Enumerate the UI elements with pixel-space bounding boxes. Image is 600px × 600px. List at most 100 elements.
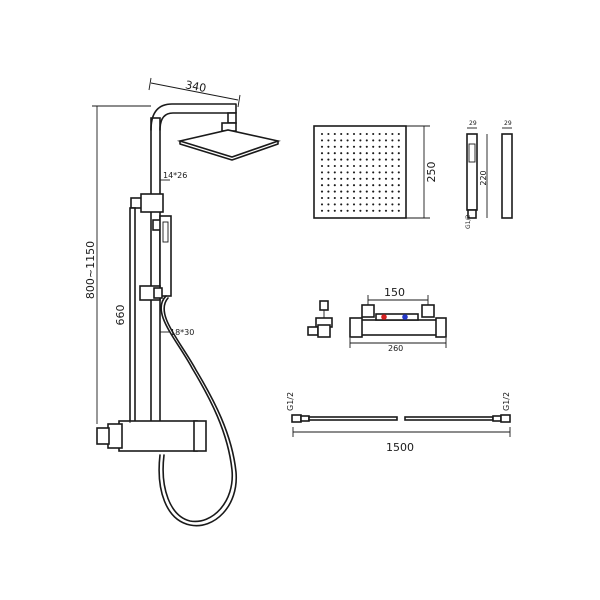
nozzle-dot	[320, 184, 324, 187]
nozzle-dot	[372, 190, 375, 193]
dim-250-label: 250	[425, 162, 438, 183]
main-dimensions: 340 800~1150 660 14*26 18*30	[84, 77, 241, 424]
nozzle-dot	[397, 152, 400, 155]
shower-hose-view: G1/2 G1/2 1500	[286, 392, 511, 454]
valve-handle-right	[435, 317, 447, 338]
nozzle-dot	[378, 158, 381, 161]
nozzle-dot	[365, 177, 368, 180]
nozzle-dot	[327, 203, 330, 206]
dim-260-label: 260	[388, 344, 403, 353]
nozzle-dot	[359, 171, 362, 174]
nozzle-dot	[365, 196, 368, 200]
nozzle-dot	[333, 132, 336, 136]
nozzle-dot	[327, 209, 330, 212]
handset-thread-fitting	[467, 209, 477, 219]
nozzle-dot	[391, 203, 394, 206]
hose-body-left	[308, 416, 398, 421]
nozzle-dot	[340, 171, 343, 174]
nozzle-dot	[352, 158, 356, 161]
nozzle-dot	[384, 196, 388, 200]
valve-handle-left	[349, 317, 363, 338]
nozzle-dot	[340, 184, 343, 187]
nozzle-dot	[359, 203, 362, 206]
nozzle-dot	[365, 190, 368, 193]
nozzle-dot	[346, 209, 349, 212]
nozzle-dot	[359, 184, 362, 187]
nozzle-dot	[340, 152, 343, 155]
nozzle-dot	[365, 139, 368, 142]
wall-elbow-left	[96, 427, 110, 445]
nozzle-dot	[340, 132, 343, 136]
nozzle-dot	[333, 164, 336, 168]
nozzle-dot	[397, 158, 400, 161]
nozzle-dot	[365, 164, 368, 168]
nozzle-dot	[327, 139, 330, 142]
nozzle-dot	[320, 139, 324, 142]
nozzle-dot	[372, 139, 375, 142]
dim-340-line	[150, 82, 239, 101]
nozzle-dot	[391, 184, 394, 187]
nozzle-dot	[372, 196, 375, 200]
dim-29-front-label: 29	[469, 120, 477, 127]
nozzle-dot	[397, 177, 400, 180]
hose-body-right	[404, 416, 494, 421]
nozzle-dot	[333, 184, 336, 187]
thermostatic-valve	[118, 420, 198, 452]
nozzle-dot	[391, 209, 394, 212]
nozzle-dot	[346, 190, 349, 193]
nozzle-dot	[397, 196, 400, 200]
nozzle-dot	[397, 139, 400, 142]
nozzle-dot	[378, 203, 381, 206]
nozzle-dot	[378, 196, 381, 200]
nozzle-dot	[365, 203, 368, 206]
handset-thread-label: G1/2	[465, 215, 472, 229]
nozzle-dot	[340, 164, 343, 168]
dim-height-label: 800~1150	[84, 241, 97, 299]
nozzle-dot	[378, 164, 381, 168]
nozzle-dot	[378, 152, 381, 155]
nozzle-dot	[346, 152, 349, 155]
nozzle-dot	[359, 139, 362, 142]
nozzle-dot	[352, 190, 356, 193]
dim-340-tick-left	[148, 77, 152, 91]
nozzle-dot	[333, 209, 336, 212]
nozzle-dot	[397, 184, 400, 187]
nozzle-dot	[327, 145, 330, 148]
dim-14x26-label: 14*26	[163, 171, 187, 180]
nozzle-dot	[384, 145, 388, 148]
nozzle-dot	[378, 184, 381, 187]
nozzle-dot	[346, 196, 349, 200]
handset-views: 29 G1/2 220 29	[465, 120, 513, 229]
nozzle-dot	[391, 171, 394, 174]
nozzle-dot	[378, 132, 381, 136]
nozzle-dot	[397, 209, 400, 212]
nozzle-dot	[384, 132, 388, 136]
nozzle-dot	[359, 209, 362, 212]
nozzle-dot	[391, 132, 394, 136]
nozzle-dot	[365, 184, 368, 187]
nozzle-dot	[346, 177, 349, 180]
nozzle-dot	[359, 132, 362, 136]
nozzle-dot	[320, 203, 324, 206]
nozzle-dot	[359, 145, 362, 148]
hose-right-nut	[500, 414, 511, 423]
nozzle-dot	[320, 158, 324, 161]
nozzle-dot	[340, 177, 343, 180]
nozzle-dot	[327, 171, 330, 174]
dim-340-tick-right	[237, 94, 241, 108]
hose-right-ferrule	[492, 415, 502, 422]
nozzle-dot	[397, 164, 400, 168]
nozzle-dot	[327, 164, 330, 168]
lower-bracket-clamp	[153, 287, 163, 299]
dim-150-label: 150	[384, 286, 405, 299]
nozzle-dot	[340, 190, 343, 193]
nozzle-dot	[359, 177, 362, 180]
nozzle-dot	[333, 139, 336, 142]
hose-left-nut	[291, 414, 302, 423]
nozzle-dot	[320, 132, 324, 136]
nozzle-dot	[372, 164, 375, 168]
nozzle-dot	[327, 196, 330, 200]
nozzle-dot	[346, 145, 349, 148]
nozzle-dot	[397, 171, 400, 174]
nozzle-dot	[327, 177, 330, 180]
